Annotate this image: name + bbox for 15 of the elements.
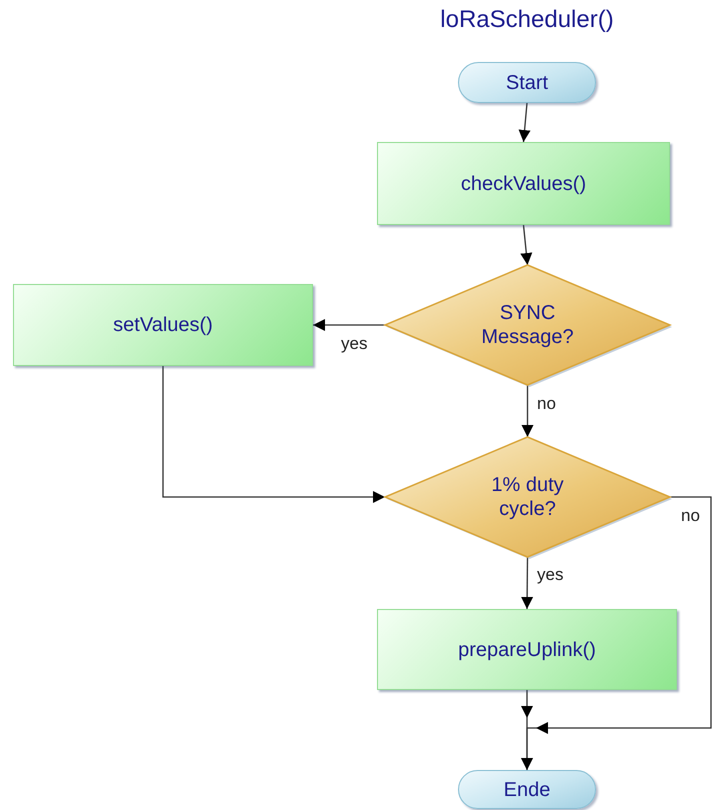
node-text: prepareUplink() (458, 638, 596, 662)
node-text: 1% duty cycle? (490, 473, 565, 521)
node-text: setValues() (113, 313, 213, 337)
node-text: checkValues() (460, 172, 586, 196)
diagram-title: loRaScheduler() (439, 6, 615, 34)
process-box (13, 284, 313, 366)
process-box (377, 609, 677, 690)
node-text: SYNC Message? (480, 301, 575, 349)
decision-diamond (385, 437, 670, 557)
node-text: Start (506, 70, 548, 94)
decision-diamond (385, 265, 670, 385)
terminal-pill (458, 62, 596, 103)
terminal-pill (458, 770, 596, 809)
process-box (377, 142, 670, 225)
node-text: Ende (504, 778, 550, 802)
